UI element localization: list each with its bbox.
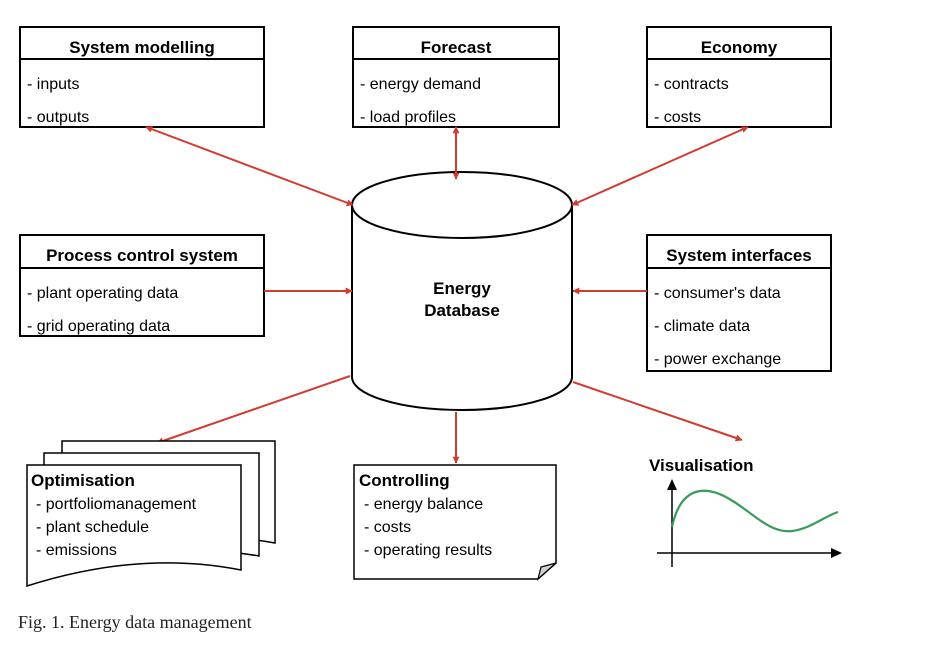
system-interfaces-item: - consumer's data	[654, 285, 781, 302]
visualisation-graph: Visualisation	[649, 456, 842, 567]
economy-item: - costs	[654, 109, 701, 126]
system-modelling-title: System modelling	[69, 38, 214, 57]
controlling-item: - energy balance	[364, 496, 483, 513]
optimisation-item: - plant schedule	[36, 519, 149, 536]
arrow-system-modelling	[145, 125, 354, 207]
system-interfaces-item: - climate data	[654, 318, 750, 335]
system-modelling-item: - inputs	[27, 76, 79, 93]
visualisation-curve	[670, 489, 839, 533]
visualisation-title: Visualisation	[649, 456, 754, 475]
energy-database-cylinder: Energy Database	[351, 171, 573, 411]
forecast-title: Forecast	[421, 38, 492, 57]
y-axis-arrowhead-icon	[667, 479, 677, 490]
x-axis-arrowhead-icon	[831, 548, 842, 558]
forecast-item: - energy demand	[360, 76, 481, 93]
forecast-box: Forecast - energy demand - load profiles	[352, 26, 560, 128]
connection-arrows	[145, 125, 749, 464]
figure-caption: Fig. 1. Energy data management	[18, 612, 252, 632]
controlling-item: - costs	[364, 519, 411, 536]
process-control-item: - plant operating data	[27, 285, 178, 302]
optimisation-item: - emissions	[36, 542, 117, 559]
controlling-title: Controlling	[359, 471, 450, 490]
system-modelling-box: System modelling - inputs - outputs	[19, 26, 265, 128]
database-label-line2: Database	[424, 301, 500, 320]
optimisation-document-stack: Optimisation - portfoliomanagement - pla…	[26, 440, 276, 588]
arrow-optimisation	[156, 375, 351, 445]
process-control-title: Process control system	[46, 246, 238, 265]
arrow-visualisation	[572, 381, 743, 442]
system-interfaces-box: System interfaces - consumer's data - cl…	[646, 234, 832, 372]
arrow-economy	[571, 126, 749, 206]
economy-item: - contracts	[654, 76, 729, 93]
optimisation-item: - portfoliomanagement	[36, 496, 197, 513]
system-modelling-item: - outputs	[27, 109, 89, 126]
database-label-line1: Energy	[433, 279, 491, 298]
system-interfaces-title: System interfaces	[666, 246, 812, 265]
economy-box: Economy - contracts - costs	[646, 26, 832, 128]
process-control-box: Process control system - plant operating…	[19, 234, 265, 337]
controlling-document: Controlling - energy balance - costs - o…	[353, 464, 557, 581]
optimisation-title: Optimisation	[31, 471, 135, 490]
economy-title: Economy	[701, 38, 778, 57]
process-control-item: - grid operating data	[27, 318, 170, 335]
system-interfaces-item: - power exchange	[654, 351, 781, 368]
controlling-item: - operating results	[364, 542, 492, 559]
forecast-item: - load profiles	[360, 109, 456, 126]
